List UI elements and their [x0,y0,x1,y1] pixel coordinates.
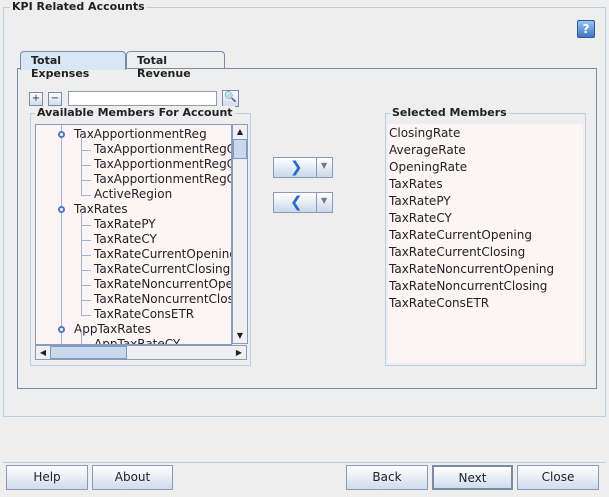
tree-item[interactable]: TaxRateNoncurrentOper [94,277,232,291]
selected-member-item[interactable]: OpeningRate [389,160,468,174]
selected-member-item[interactable]: TaxRates [389,177,443,191]
tree-item[interactable]: TaxApportionmentReg [74,127,207,141]
tree-item[interactable]: ActiveRegion [94,187,173,201]
add-selected-button[interactable]: ❯ ▼ [273,157,333,178]
remove-selected-button[interactable]: ❮ ▼ [273,192,333,213]
tree-item[interactable]: TaxApportionmentRegC [94,157,232,171]
selected-member-item[interactable]: TaxRateNoncurrentOpening [389,262,555,276]
kpi-related-accounts-group [3,7,606,417]
tree-item[interactable]: AppTaxRateCY [94,337,181,345]
selected-member-item[interactable]: AverageRate [389,143,466,157]
back-button[interactable]: Back [346,465,428,490]
selected-member-item[interactable]: TaxRatePY [389,194,451,208]
tree-item[interactable]: TaxApportionmentRegC [94,172,232,186]
tree-item[interactable]: TaxRates [74,202,128,216]
collapse-all-button[interactable]: − [48,92,62,106]
help-button[interactable]: Help [6,465,88,490]
selected-member-item[interactable]: TaxRateConsETR [389,296,490,310]
tree-item[interactable]: TaxRateCurrentOpening [94,247,232,261]
dropdown-arrow-icon[interactable]: ▼ [321,161,328,170]
next-button[interactable]: Next [432,465,513,490]
tree-node-toggle-icon[interactable] [58,206,65,213]
search-icon[interactable]: 🔍 [222,90,239,107]
tab-total-revenue[interactable]: Total Revenue [126,51,225,80]
tree-vertical-scrollbar[interactable]: ▲ ▼ [232,124,248,344]
selected-members-title: Selected Members [390,106,509,119]
member-search-input[interactable] [68,91,217,106]
selected-member-item[interactable]: TaxRateNoncurrentClosing [389,279,548,293]
selected-members-group: Selected Members [385,106,586,366]
help-icon[interactable]: ? [577,20,595,38]
tree-node-toggle-icon[interactable] [58,131,65,138]
tree-item[interactable]: TaxRateConsETR [94,307,195,321]
scroll-thumb[interactable] [233,139,247,159]
chevron-left-icon: ❮ [290,193,303,211]
expand-all-button[interactable]: + [29,92,43,106]
available-members-group: Available Members For Account [30,106,251,366]
dropdown-arrow-icon[interactable]: ▼ [321,196,328,205]
about-button[interactable]: About [92,465,173,490]
selected-member-item[interactable]: TaxRateCurrentOpening [389,228,532,242]
tab-total-expenses[interactable]: Total Expenses [20,51,126,80]
tree-item[interactable]: AppTaxRates [74,322,152,336]
tree-item[interactable]: TaxApportionmentRegO [94,142,232,156]
selected-member-item[interactable]: ClosingRate [389,126,461,140]
tree-item[interactable]: TaxRateCurrentClosing [94,262,231,276]
selected-member-item[interactable]: TaxRateCurrentClosing [389,245,526,259]
tree-item[interactable]: TaxRateNoncurrentClosi [94,292,232,306]
chevron-right-icon: ❯ [290,158,303,176]
available-members-title: Available Members For Account [35,106,235,119]
tree-node-toggle-icon[interactable] [58,326,65,333]
close-button[interactable]: Close [517,465,599,490]
tree-item[interactable]: TaxRateCY [94,232,157,246]
tab-panel [17,68,597,389]
selected-member-item[interactable]: TaxRateCY [389,211,452,225]
tree-item[interactable]: TaxRatePY [94,217,156,231]
group-title: KPI Related Accounts [10,0,147,13]
tree-horizontal-scrollbar[interactable]: ◀ ▶ [35,345,247,360]
